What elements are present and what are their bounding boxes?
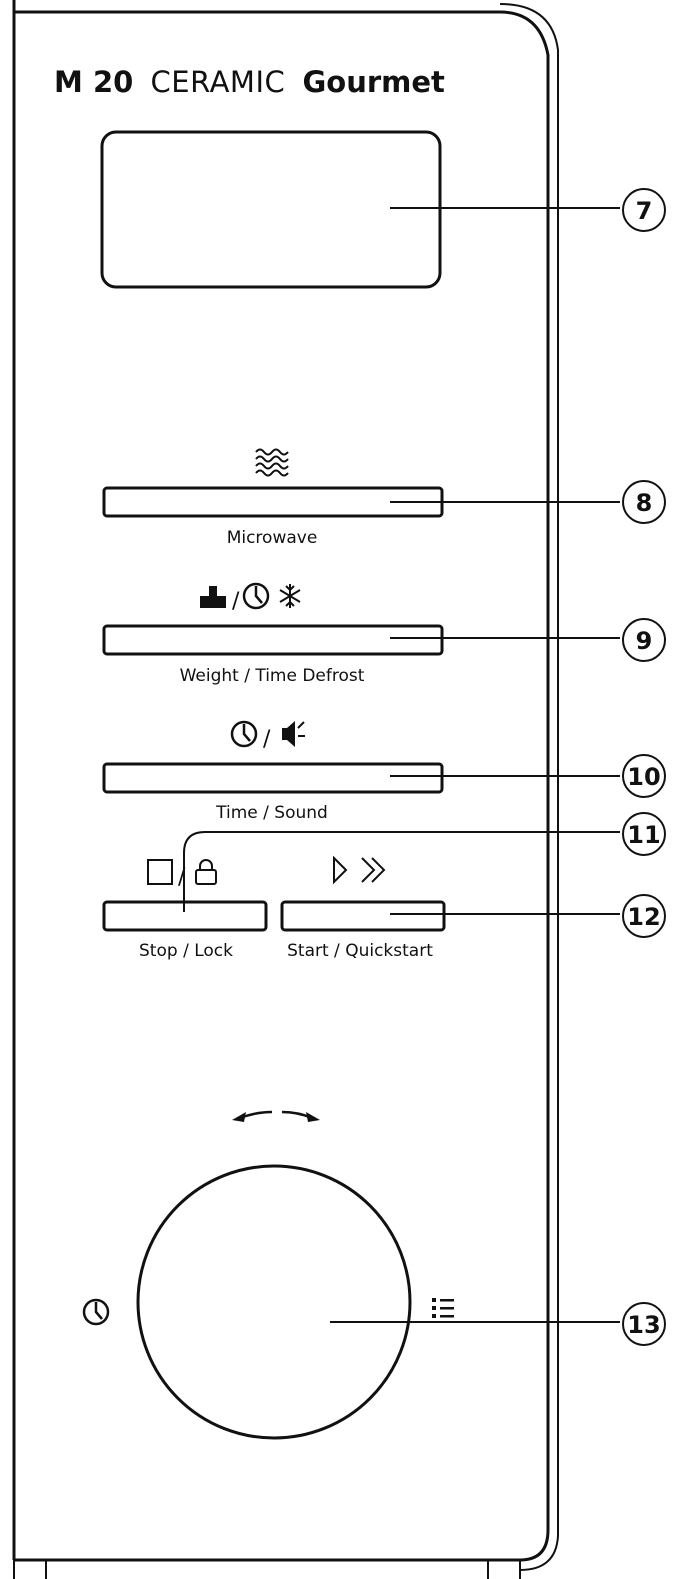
microwave-waves-icon <box>255 448 289 477</box>
play-fastforward-icon <box>333 855 386 885</box>
svg-text:13: 13 <box>627 1311 660 1339</box>
mute-icon <box>282 721 305 747</box>
play-icon <box>333 855 348 885</box>
clock-icon <box>82 1298 110 1326</box>
svg-text:/: / <box>263 727 271 752</box>
callout-7: 7 <box>622 188 666 232</box>
svg-text:/: / <box>232 589 240 614</box>
microwave-label: Microwave <box>227 528 318 548</box>
defrost-label: Weight / Time Defrost <box>180 666 365 686</box>
svg-text:7: 7 <box>636 197 653 225</box>
weight-clock-snowflake-icon: / <box>200 582 301 614</box>
svg-text:/: / <box>178 865 186 890</box>
lock-icon <box>195 859 217 885</box>
stop-square-icon <box>147 859 173 885</box>
brand-line: CERAMIC <box>151 65 286 99</box>
svg-text:8: 8 <box>636 489 653 517</box>
callout-9: 9 <box>622 618 666 662</box>
svg-text:11: 11 <box>627 821 660 849</box>
rotate-arrows-icon <box>232 1110 320 1122</box>
callout-12: 12 <box>622 894 666 938</box>
control-dial[interactable] <box>136 1164 412 1440</box>
brand-model: M 20 <box>54 65 133 99</box>
clock-icon-time <box>230 720 258 748</box>
clock-icon-defrost <box>242 582 270 610</box>
callout-13: 13 <box>622 1302 666 1346</box>
callout-8: 8 <box>622 480 666 524</box>
start-quickstart-label: Start / Quickstart <box>287 941 433 961</box>
defrost-button[interactable] <box>102 624 444 656</box>
brand-variant: Gourmet <box>302 65 445 99</box>
time-sound-label: Time / Sound <box>215 803 328 823</box>
snowflake-icon <box>279 584 301 608</box>
stop-lock-icon: / <box>147 859 217 890</box>
callout-10: 10 <box>622 754 666 798</box>
start-quickstart-button[interactable] <box>280 900 446 932</box>
svg-text:10: 10 <box>627 763 660 791</box>
time-sound-button[interactable] <box>102 762 444 794</box>
menu-list-icon <box>432 1298 454 1318</box>
clock-mute-icon: / <box>230 720 305 752</box>
leader-line-11 <box>183 831 620 912</box>
svg-text:12: 12 <box>627 903 660 931</box>
panel-frame <box>12 0 559 1579</box>
brand-title: M 20 CERAMIC Gourmet <box>54 65 445 99</box>
callout-11: 11 <box>622 812 666 856</box>
weight-icon <box>200 596 226 608</box>
fast-forward-icon <box>361 857 386 883</box>
display-window <box>100 130 442 289</box>
svg-text:9: 9 <box>636 627 653 655</box>
stop-lock-label: Stop / Lock <box>139 941 233 961</box>
